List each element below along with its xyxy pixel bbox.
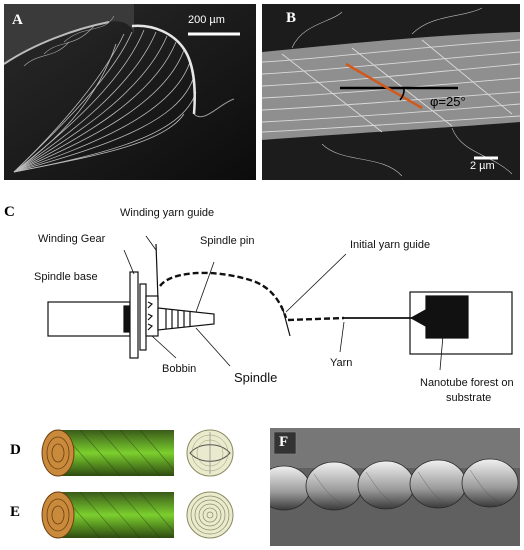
yarn-path-upper: [159, 271, 288, 319]
winding-gear-shape: [129, 271, 139, 359]
label-bobbin: Bobbin: [162, 363, 196, 375]
panel-d-letter: D: [10, 442, 21, 458]
label-yarn: Yarn: [330, 357, 352, 369]
panel-b-letter: B: [286, 10, 297, 26]
label-spindle: Spindle: [234, 370, 277, 385]
label-forest-line2: substrate: [446, 392, 491, 404]
label-forest-line1: Nanotube forest on: [420, 377, 514, 389]
panel-b-sem-image: B φ=25° 2 µm: [262, 4, 520, 180]
panel-f-letter: F: [279, 434, 289, 450]
panel-c-drawing: Winding yarn guide Winding Gear Spindle …: [34, 207, 514, 404]
label-spindle-base: Spindle base: [34, 271, 98, 283]
nanotube-forest-shape: [425, 295, 469, 339]
spindle-base-shape: [47, 301, 131, 337]
label-spindle-pin: Spindle pin: [200, 235, 254, 247]
panel-f-sem-image: F: [270, 428, 520, 546]
panel-c-letter: C: [4, 204, 15, 220]
panel-a-letter: A: [12, 12, 23, 28]
panel-d-drawing: [41, 429, 234, 477]
panel-a-sem-image: A 200 µm: [4, 4, 256, 180]
panel-f-drawing: [270, 428, 520, 546]
panel-e-yarn-model: E: [0, 486, 262, 544]
panel-c-schematic: C: [0, 196, 524, 408]
label-winding-guide: Winding yarn guide: [120, 207, 214, 219]
label-winding-gear: Winding Gear: [38, 233, 106, 245]
panel-d-yarn-model: D: [0, 424, 262, 482]
yarn-path-lower: [287, 316, 345, 322]
panel-a-scalebar-label: 200 µm: [188, 14, 225, 26]
label-initial-guide: Initial yarn guide: [350, 239, 430, 251]
panel-b-angle-label: φ=25°: [430, 94, 466, 109]
panel-b-yarn-drawing: [262, 4, 520, 180]
panel-b-scalebar-label: 2 µm: [470, 160, 495, 172]
panel-e-drawing: [41, 491, 234, 539]
panel-e-letter: E: [10, 504, 21, 520]
panel-a-fiber-drawing: [4, 4, 256, 180]
